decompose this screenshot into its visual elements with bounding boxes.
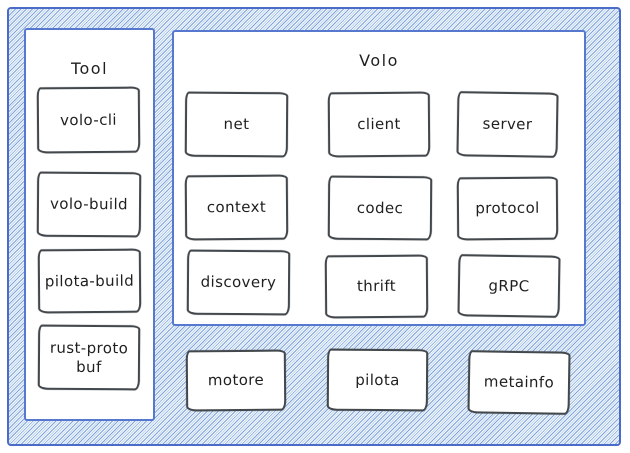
node-label: pilota-build bbox=[44, 271, 135, 290]
node-label: protocol bbox=[475, 198, 540, 218]
node-pilota-build: pilota-build bbox=[37, 248, 142, 314]
node-client: client bbox=[327, 91, 431, 158]
node-metainfo: metainfo bbox=[467, 350, 571, 415]
node-server: server bbox=[456, 91, 559, 158]
node-label: gRPC bbox=[488, 276, 530, 295]
node-grpc: gRPC bbox=[457, 254, 561, 318]
node-volo-build: volo-build bbox=[36, 171, 142, 238]
node-thrift: thrift bbox=[324, 254, 429, 319]
volo-group-box: Volo net client server context codec pro… bbox=[172, 30, 586, 326]
node-label: discovery bbox=[200, 272, 277, 292]
node-label: volo-build bbox=[49, 194, 129, 214]
node-net: net bbox=[184, 91, 289, 158]
node-label: motore bbox=[207, 370, 265, 390]
volo-group-title: Volo bbox=[359, 51, 399, 70]
node-label: volo-cli bbox=[59, 110, 118, 129]
node-label: pilota bbox=[355, 370, 400, 389]
node-codec: codec bbox=[327, 175, 433, 241]
node-label: metainfo bbox=[483, 372, 555, 392]
node-label: rust-protobuf bbox=[49, 338, 129, 376]
node-label: server bbox=[482, 114, 533, 134]
tool-group-title: Tool bbox=[70, 59, 109, 78]
node-label: thrift bbox=[356, 276, 397, 296]
node-label: client bbox=[357, 114, 401, 134]
tool-group-box: Tool volo-cli volo-build pilota-build ru… bbox=[24, 28, 155, 421]
node-label: codec bbox=[356, 198, 404, 217]
node-protocol: protocol bbox=[456, 176, 559, 241]
node-discovery: discovery bbox=[186, 249, 291, 316]
node-motore: motore bbox=[185, 349, 287, 412]
node-volo-cli: volo-cli bbox=[36, 86, 141, 154]
node-label: net bbox=[223, 115, 250, 134]
node-label: context bbox=[206, 197, 267, 217]
node-pilota: pilota bbox=[326, 348, 429, 412]
node-context: context bbox=[184, 174, 289, 241]
node-rust-protobuf: rust-protobuf bbox=[37, 324, 141, 391]
